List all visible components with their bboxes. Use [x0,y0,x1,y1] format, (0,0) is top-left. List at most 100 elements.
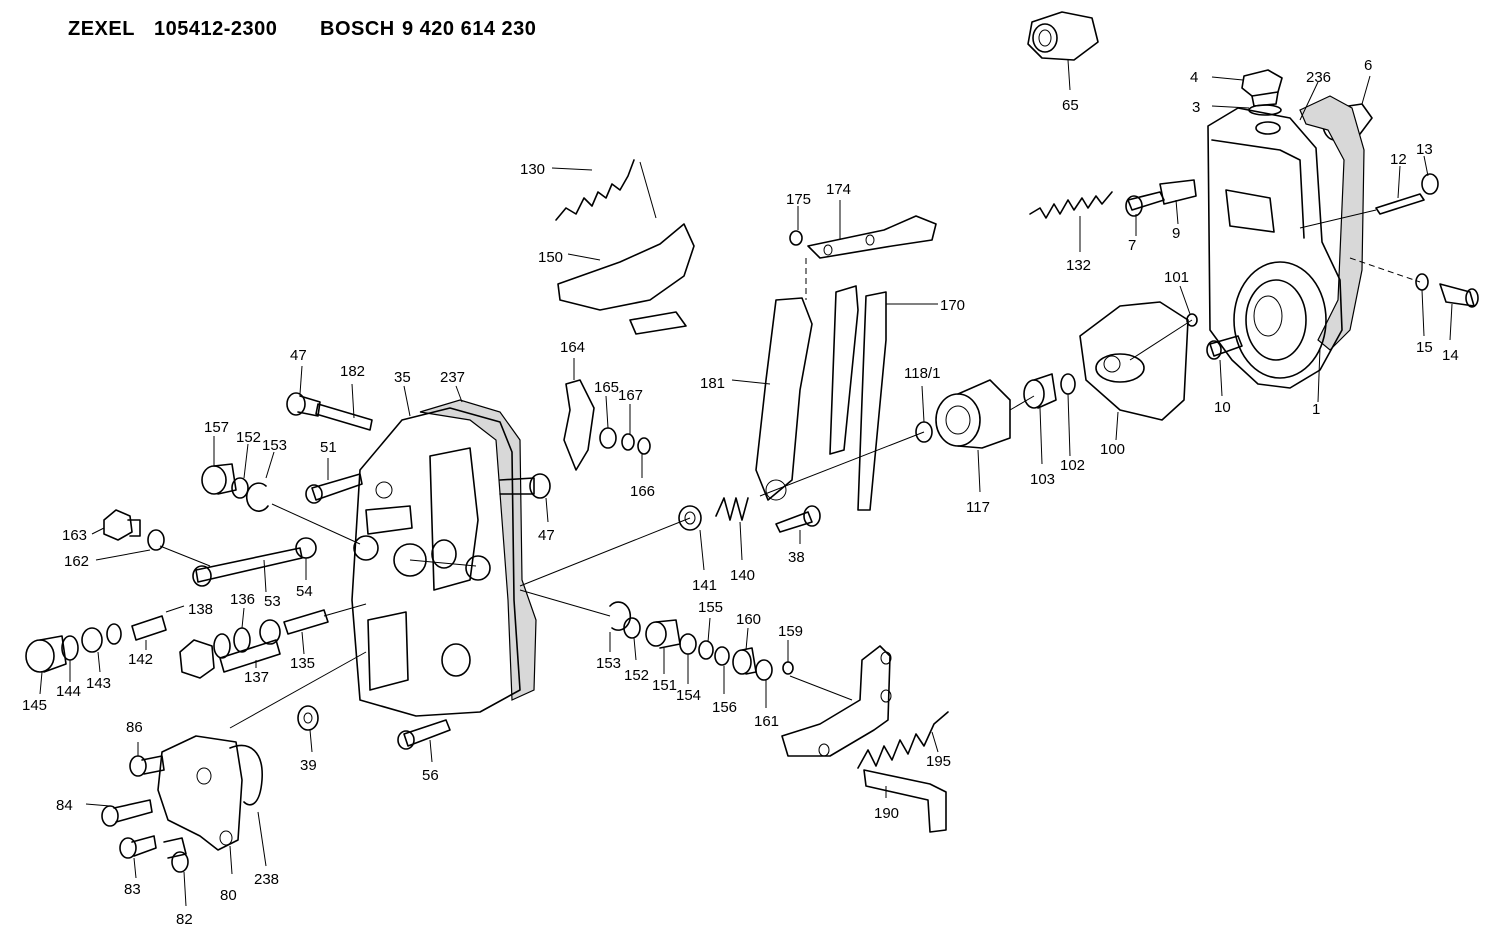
label-13: 13 [1416,141,1433,158]
label-117: 117 [966,499,990,516]
part-130-spring [551,159,635,221]
label-144: 144 [56,683,81,700]
label-10: 10 [1214,399,1231,416]
part-238-oring [229,744,267,867]
label-100: 100 [1100,441,1125,458]
label-136: 136 [230,591,255,608]
part-53-screw [192,547,303,593]
part-1-governor-housing [1207,81,1365,403]
label-170: 170 [940,297,965,314]
label-181: 181 [700,375,725,392]
label-145: 145 [22,697,47,714]
part-7-bolt [1125,191,1165,236]
part-82-bolt [163,837,189,907]
label-152-right: 152 [624,667,649,684]
part-181-lever [731,297,813,501]
part-195-spring [857,711,949,769]
label-162: 162 [64,553,89,570]
part-190-plate [863,769,947,833]
part-165-spring [599,395,617,449]
part-170-lever [829,285,938,511]
label-15: 15 [1416,339,1433,356]
part-151-plunger [645,619,681,674]
part-47-bolt-upper [286,365,321,417]
label-137: 137 [244,669,269,686]
part-140-spring [715,497,749,561]
label-130: 130 [520,161,545,178]
part-65-cap-nut [1027,11,1099,91]
part-174-link-plate [807,200,937,259]
part-number-zexel: 105412-2300 [154,18,278,40]
label-157: 157 [204,419,229,436]
label-159: 159 [778,623,803,640]
label-82: 82 [176,911,193,928]
label-236: 236 [1306,69,1331,86]
label-182: 182 [340,363,365,380]
part-155-washer [698,617,714,660]
part-135-screw [283,609,329,655]
part-54-nut [295,537,317,580]
label-84: 84 [56,797,73,814]
label-47-upper: 47 [290,347,307,364]
part-152-oring-left [231,443,249,499]
part-56-bolt [397,719,451,763]
part-154-spring [679,633,697,684]
part-35-governor-cover [351,385,537,717]
part-13-nut [1421,155,1439,195]
label-156: 156 [712,699,737,716]
part-14-bolt [1439,283,1479,341]
alignment-lines [159,161,1421,729]
label-56: 56 [422,767,439,784]
part-12-stud [1375,165,1425,215]
label-152-left: 152 [236,429,261,446]
label-102: 102 [1060,457,1085,474]
label-103: 103 [1030,471,1055,488]
label-138: 138 [188,601,213,618]
label-164: 164 [560,339,585,356]
part-102-washer [1060,373,1076,457]
part-39-nut [297,705,319,753]
part-182-shaft [315,383,373,431]
label-190: 190 [874,805,899,822]
part-9-bracket [1159,179,1197,225]
label-151: 151 [652,677,677,694]
part-141-nut [678,505,705,571]
part-152-oring-right [623,617,641,661]
label-118-1: 118/1 [904,365,940,382]
label-14: 14 [1442,347,1459,364]
label-132: 132 [1066,257,1091,274]
label-39: 39 [300,757,317,774]
label-135: 135 [290,655,315,672]
label-166: 166 [630,483,655,500]
label-54: 54 [296,583,313,600]
part-10-bolt [1206,335,1243,397]
part-150-lever-shaft [557,223,695,335]
brand-bosch: BOSCH [320,18,395,40]
part-159-nut [782,640,794,675]
label-141: 141 [692,577,717,594]
label-9: 9 [1172,225,1180,242]
label-150: 150 [538,249,563,266]
part-number-bosch: 9 420 614 230 [402,18,537,40]
label-65: 65 [1062,97,1079,114]
label-174: 174 [826,181,851,198]
diagram-title: ZEXEL 105412-2300 BOSCH 9 420 614 230 [68,18,628,44]
part-144-washer [61,635,79,682]
label-195: 195 [926,753,951,770]
label-86: 86 [126,719,143,736]
part-142-screw [131,605,185,650]
part-117-drum [935,379,1011,493]
label-175: 175 [786,191,811,208]
label-163: 163 [62,527,87,544]
label-7: 7 [1128,237,1136,254]
part-156-washer [714,646,730,694]
part-lever-bracket [781,645,892,757]
label-153-left: 153 [262,437,287,454]
label-53: 53 [264,593,281,610]
part-132-spring [1029,191,1113,252]
callout-labels: 65 4 3 236 6 12 13 7 9 132 101 15 14 1 1… [22,57,1459,928]
label-80: 80 [220,887,237,904]
label-3: 3 [1192,99,1200,116]
part-145-cap-nut [25,635,67,695]
part-163-banjo-bolt [91,509,141,541]
